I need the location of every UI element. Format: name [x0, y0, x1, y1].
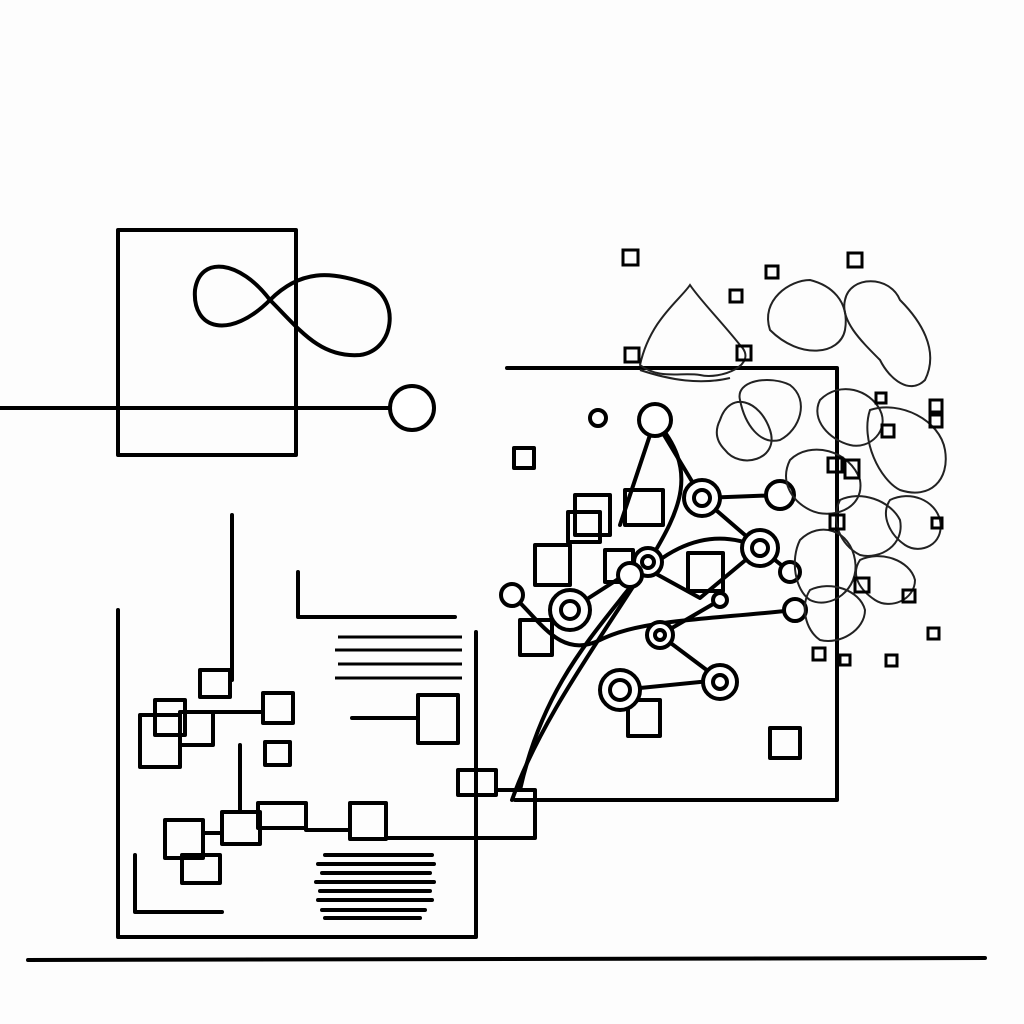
- network-panel: [499, 366, 839, 802]
- circuit-nodes: [138, 668, 537, 885]
- infinity-panel: [0, 228, 436, 457]
- bracket: [296, 570, 457, 619]
- connector-node: [388, 384, 436, 432]
- dense-text-lines: [314, 853, 436, 920]
- circuit-panel: [116, 513, 537, 939]
- infinity-frame: [116, 228, 298, 457]
- bracket: [133, 853, 224, 914]
- ground-line: [26, 956, 987, 962]
- network-squares: [512, 446, 802, 760]
- text-lines: [335, 635, 462, 680]
- network-frame: [505, 366, 839, 802]
- blob-cluster: [638, 278, 947, 642]
- scattered-squares: [621, 248, 944, 668]
- network-nodes: [499, 402, 808, 712]
- circuit-frame: [116, 608, 478, 939]
- infinity-loop: [192, 264, 392, 358]
